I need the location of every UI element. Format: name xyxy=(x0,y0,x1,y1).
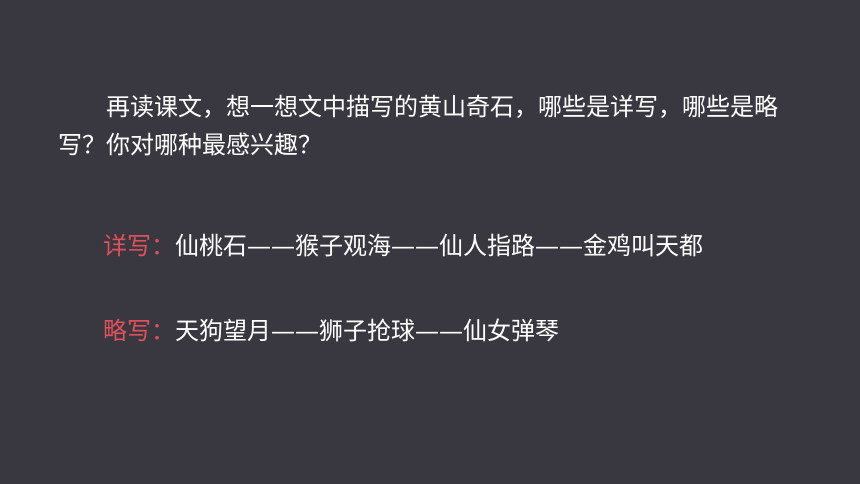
detailed-writing-line: 详写：仙桃石——猴子观海——仙人指路——金鸡叫天都 xyxy=(103,231,703,261)
brief-writing-label: 略写： xyxy=(103,317,175,345)
brief-writing-line: 略写：天狗望月——狮子抢球——仙女弹琴 xyxy=(103,316,559,346)
detailed-writing-content: 仙桃石——猴子观海——仙人指路——金鸡叫天都 xyxy=(175,232,703,260)
detailed-writing-label: 详写： xyxy=(103,232,175,260)
brief-writing-content: 天狗望月——狮子抢球——仙女弹琴 xyxy=(175,317,559,345)
question-text: 再读课文，想一想文中描写的黄山奇石，哪些是详写，哪些是略写？你对哪种最感兴趣？ xyxy=(58,93,778,159)
